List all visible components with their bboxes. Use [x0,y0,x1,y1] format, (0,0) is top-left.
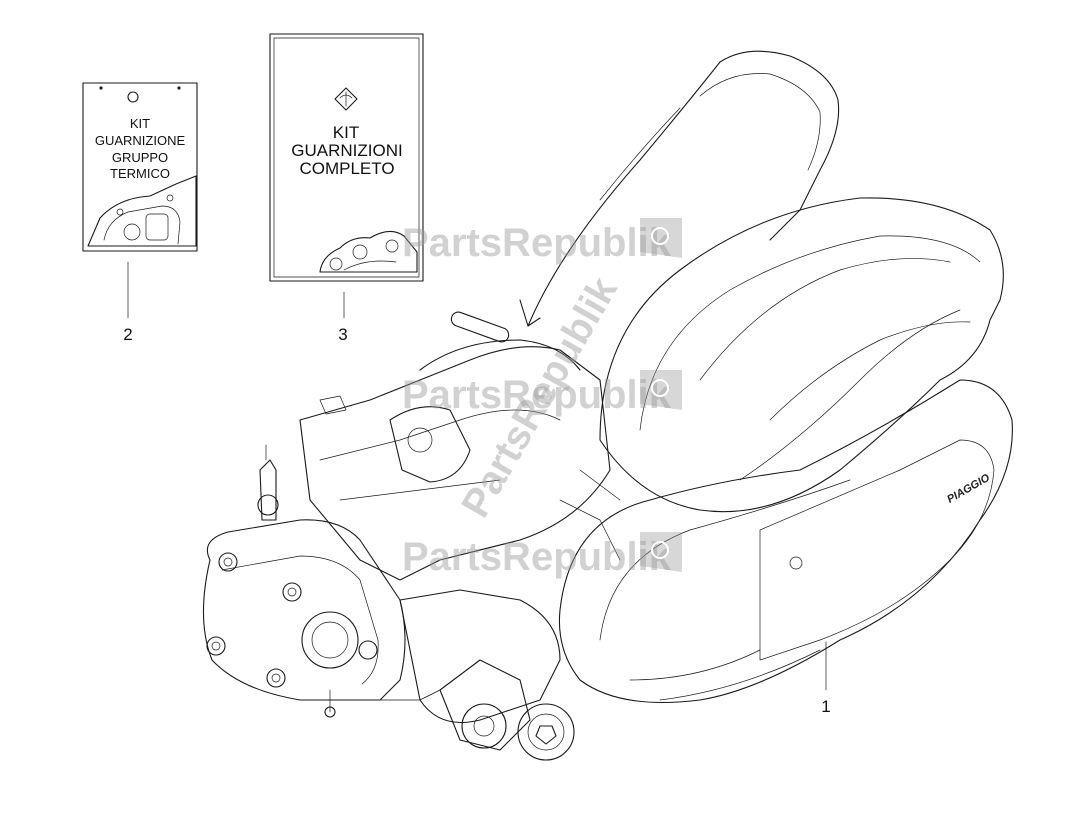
gear-icon [640,532,682,572]
kit-2-line-1: KIT [130,116,150,131]
gasket-illustration [319,230,418,273]
watermark-bottom: PartsRepublik [402,532,682,579]
kit-2-line-3: GRUPPO [112,150,168,165]
kit-3-card[interactable]: KIT GUARNIZIONI COMPLETO [269,33,424,282]
gear-icon [640,370,682,410]
kit-3-line-1: KIT [333,123,359,142]
gear-icon [640,218,682,258]
kit-2-line-4: TERMICO [110,166,170,181]
piaggio-logo-icon [334,87,358,111]
callout-3[interactable]: 3 [338,325,347,344]
kit-3-line-2: GUARNIZIONI [291,141,402,160]
svg-text:PartsRepublik: PartsRepublik [402,535,672,579]
kit-2-line-2: GUARNIZIONE [95,133,186,148]
watermark-middle: PartsRepublik [402,370,682,417]
svg-text:PartsRepublik: PartsRepublik [402,221,672,265]
svg-text:PartsRepublik: PartsRepublik [402,373,672,417]
callout-2[interactable]: 2 [123,325,132,344]
piaggio-logo-icon [127,91,139,103]
kit-2-card[interactable]: KIT GUARNIZIONE GRUPPO TERMICO [82,82,198,252]
callout-1[interactable]: 1 [821,697,830,716]
kit-3-line-3: COMPLETO [299,159,394,178]
brand-label: PIAGGIO [945,472,992,506]
watermark-top: PartsRepublik [402,218,682,265]
gasket-illustration [87,175,197,247]
